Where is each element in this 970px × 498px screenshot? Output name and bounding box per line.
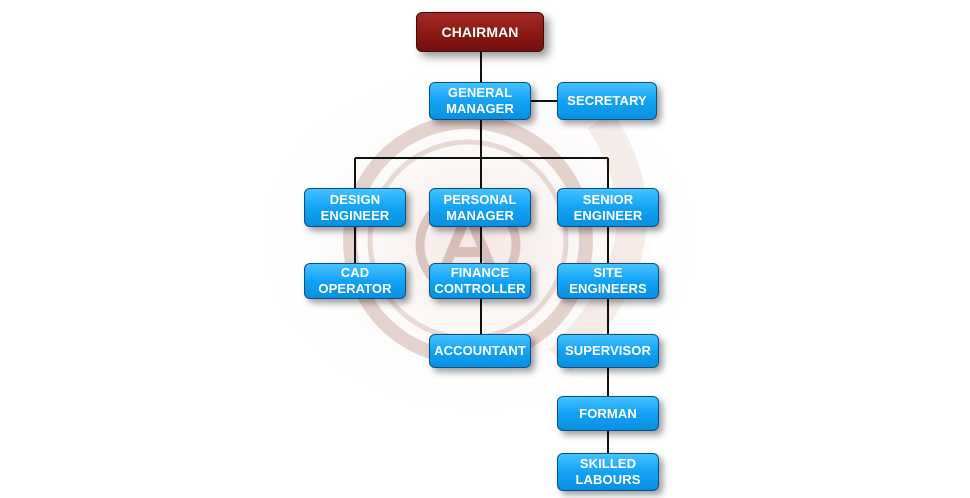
design-engineer-box: DESIGN ENGINEER xyxy=(304,188,406,227)
site-engineers-box: SITE ENGINEERS xyxy=(557,263,659,299)
secretary-box: SECRETARY xyxy=(557,82,657,120)
senior-engineer-box: SENIOR ENGINEER xyxy=(557,188,659,227)
finance-controller-box: FINANCE CONTROLLER xyxy=(429,263,531,299)
chairman-box: CHAIRMAN xyxy=(416,12,544,52)
general-manager-box: GENERAL MANAGER xyxy=(429,82,531,120)
cad-operator-box: CAD OPERATOR xyxy=(304,263,406,299)
supervisor-box: SUPERVISOR xyxy=(557,334,659,368)
personal-manager-box: PERSONAL MANAGER xyxy=(429,188,531,227)
accountant-box: ACCOUNTANT xyxy=(429,334,531,368)
skilled-labours-box: SKILLED LABOURS xyxy=(557,453,659,491)
forman-box: FORMAN xyxy=(557,396,659,431)
